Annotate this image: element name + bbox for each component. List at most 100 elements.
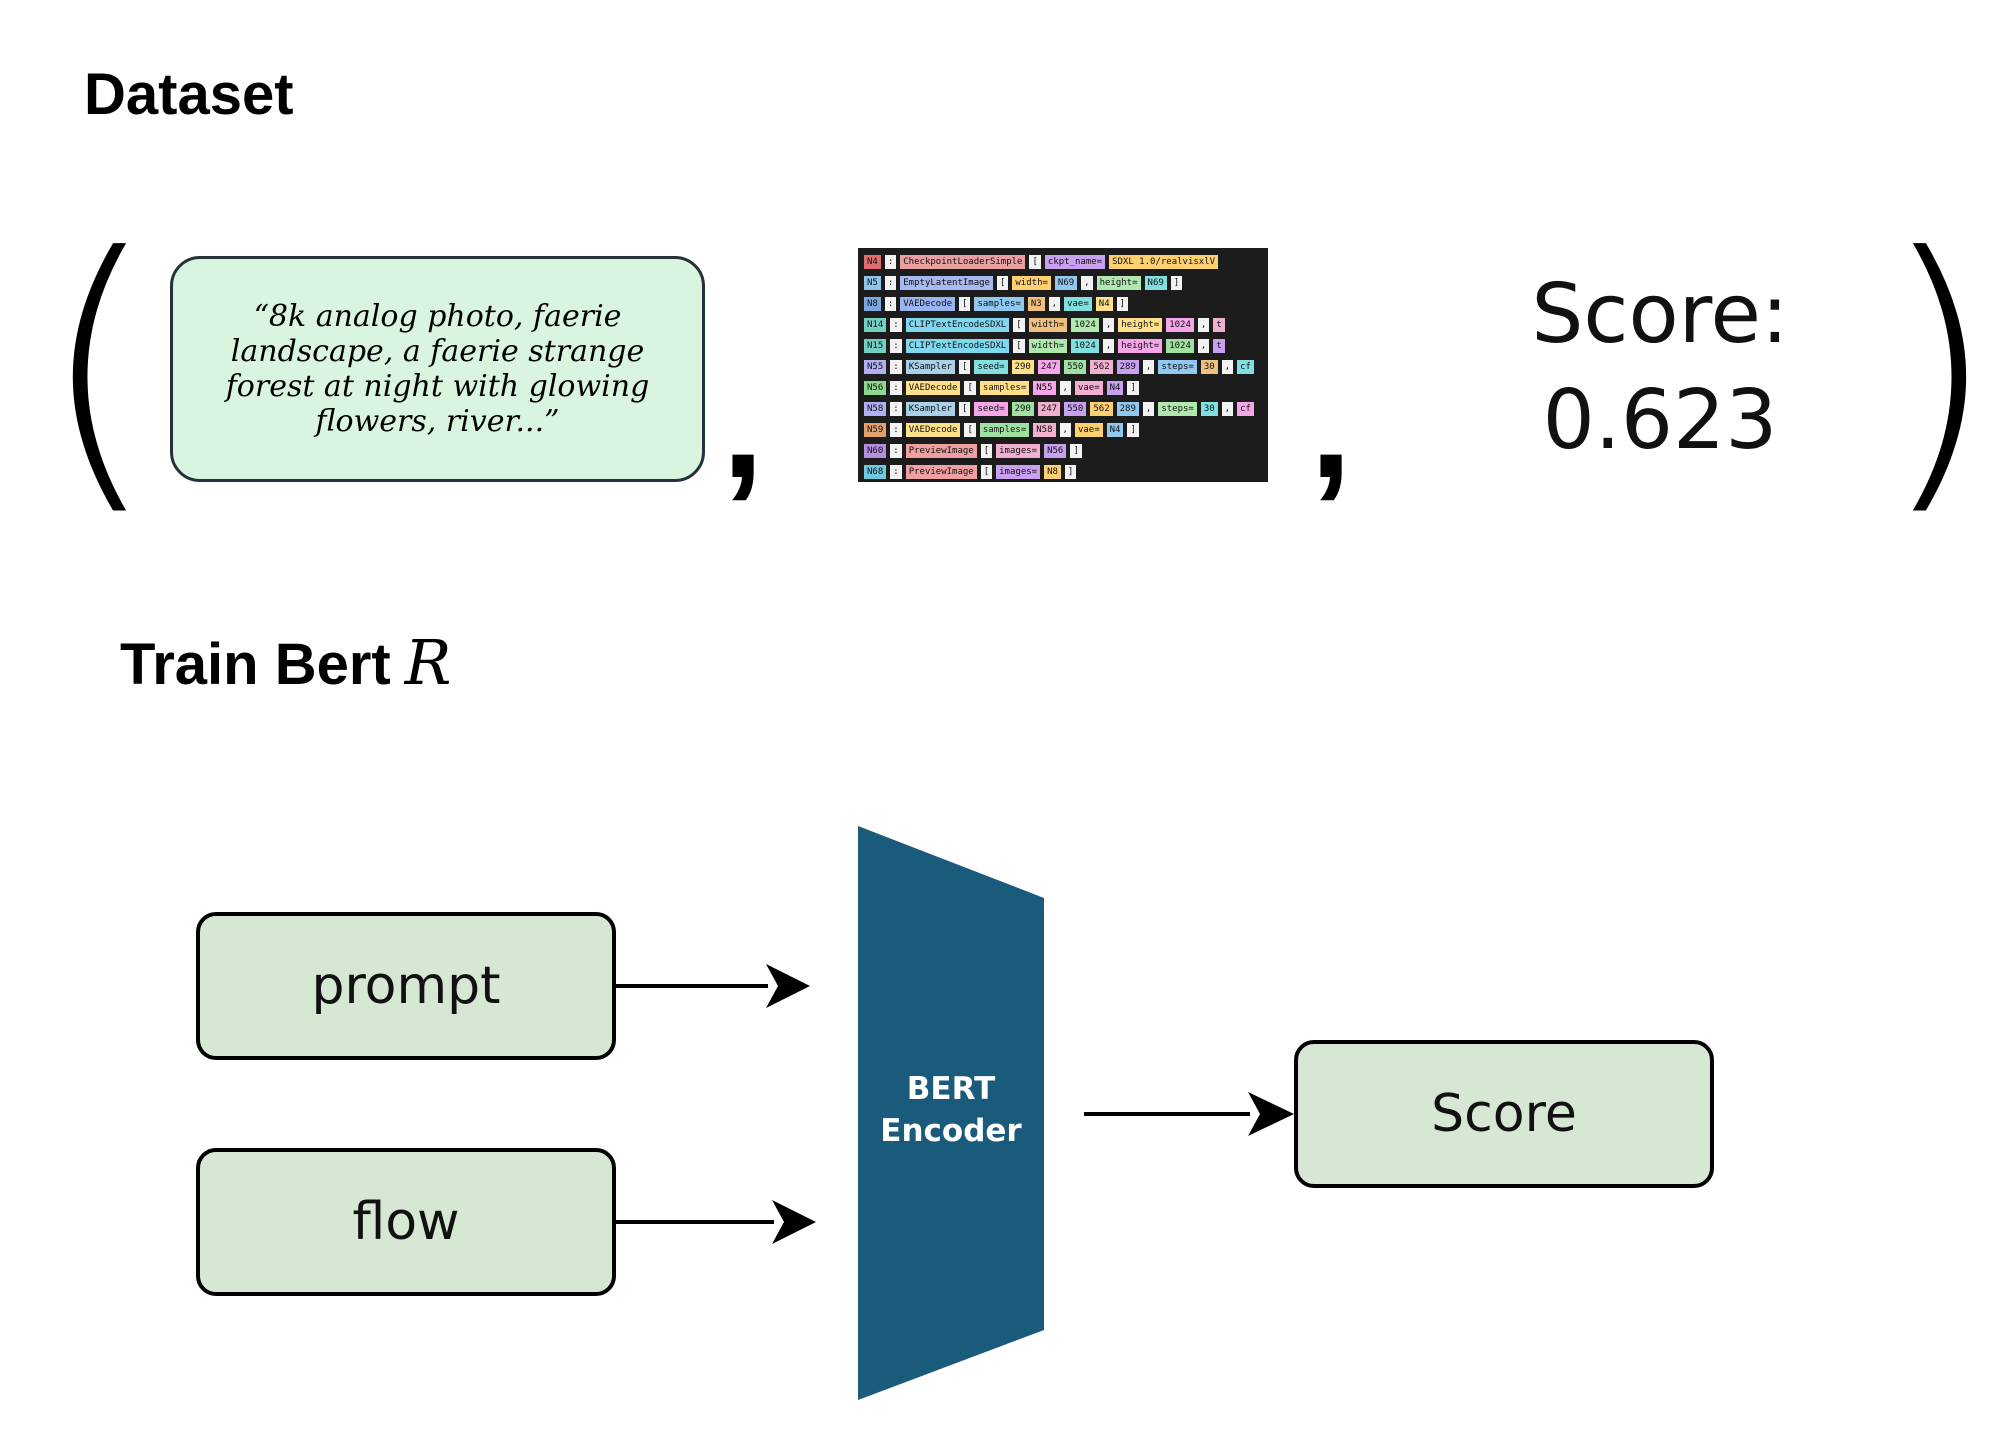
workflow-token: ,	[1221, 359, 1234, 374]
workflow-token: height=	[1096, 275, 1141, 290]
workflow-token: [	[959, 359, 971, 374]
workflow-token: 247	[1037, 359, 1061, 374]
workflow-token: VAEDecode	[905, 380, 961, 395]
workflow-token: 30	[1200, 401, 1218, 416]
workflow-token: ,	[1081, 275, 1093, 290]
workflow-code-image: N4:CheckpointLoaderSimple[ckpt_name=SDXL…	[858, 248, 1268, 482]
workflow-token: t	[1213, 338, 1225, 353]
workflow-token: PreviewImage	[905, 443, 977, 458]
workflow-token: 562	[1090, 401, 1113, 416]
workflow-token: SDXL 1.0/realvisxlV	[1109, 254, 1219, 269]
workflow-row: N56:VAEDecode[samples=N55,vae=N4]	[864, 380, 1139, 395]
workflow-token: 550	[1064, 401, 1087, 416]
flow-node: flow	[196, 1148, 616, 1296]
workflow-token: N56	[1044, 443, 1067, 458]
dataset-heading: Dataset	[84, 62, 294, 127]
prompt-text-card: “8k analog photo, faerie landscape, a fa…	[170, 256, 705, 482]
workflow-token: [	[1013, 317, 1025, 332]
workflow-token: CheckpointLoaderSimple	[900, 254, 1026, 269]
workflow-token: [	[1029, 254, 1041, 269]
workflow-row: N59:VAEDecode[samples=N58,vae=N4]	[864, 422, 1139, 437]
workflow-token: ,	[1197, 317, 1210, 332]
score-display: Score: 0.623	[1480, 262, 1840, 474]
workflow-row: N5:EmptyLatentImage[width=N69,height=N69…	[864, 275, 1183, 290]
workflow-token: [	[964, 422, 976, 437]
workflow-token: 1024	[1166, 338, 1194, 353]
arrow-encoder-to-score	[1084, 1092, 1294, 1136]
arrow-prompt-to-encoder	[616, 964, 810, 1008]
workflow-token: N4	[1106, 422, 1124, 437]
separator-comma-2: ,	[1310, 341, 1352, 509]
workflow-token: 289	[1116, 401, 1139, 416]
workflow-token: :	[890, 464, 902, 479]
workflow-token: images=	[996, 464, 1041, 479]
workflow-token: [	[964, 380, 976, 395]
workflow-token: ,	[1048, 296, 1061, 311]
workflow-token: samples=	[979, 380, 1030, 395]
workflow-token: N8	[864, 296, 881, 311]
close-parenthesis: )	[1880, 193, 1998, 542]
workflow-token: width=	[1012, 275, 1051, 290]
flow-node-label: flow	[352, 1192, 460, 1252]
workflow-token: N55	[1033, 380, 1056, 395]
workflow-row: N15:CLIPTextEncodeSDXL[width=1024,height…	[864, 338, 1225, 353]
workflow-token: ]	[1064, 464, 1077, 479]
workflow-row: N60:PreviewImage[images=N56]	[864, 443, 1082, 458]
workflow-token: [	[980, 443, 993, 458]
score-label: Score:	[1531, 267, 1789, 362]
workflow-token: EmptyLatentImage	[900, 275, 993, 290]
bert-encoder-trapezoid	[858, 826, 1044, 1400]
workflow-token: CLIPTextEncodeSDXL	[905, 317, 1010, 332]
workflow-token: height=	[1118, 317, 1163, 332]
workflow-token: ,	[1142, 401, 1155, 416]
workflow-token: ,	[1059, 380, 1071, 395]
workflow-token: steps=	[1158, 401, 1197, 416]
workflow-token: PreviewImage	[905, 464, 977, 479]
workflow-token: 30	[1200, 359, 1218, 374]
workflow-token: N4	[1106, 380, 1124, 395]
arrow-flow-to-encoder	[616, 1200, 816, 1244]
workflow-token: vae=	[1074, 422, 1103, 437]
workflow-token: seed=	[974, 359, 1008, 374]
workflow-token: N58	[864, 401, 887, 416]
workflow-token: :	[890, 422, 902, 437]
workflow-token: N58	[1033, 422, 1056, 437]
score-node-label: Score	[1431, 1084, 1577, 1144]
workflow-token: N8	[1044, 464, 1061, 479]
workflow-token: KSampler	[905, 359, 956, 374]
workflow-token: ]	[1116, 296, 1129, 311]
workflow-token: N55	[864, 359, 887, 374]
workflow-row: N8:VAEDecode[samples=N3,vae=N4]	[864, 296, 1129, 311]
train-heading-text: Train Bert	[120, 632, 391, 697]
workflow-token: ,	[1102, 338, 1115, 353]
workflow-token: N69	[1054, 275, 1078, 290]
workflow-token: ,	[1102, 317, 1115, 332]
workflow-token: 247	[1037, 401, 1061, 416]
workflow-token: :	[890, 380, 902, 395]
workflow-token: N5	[864, 275, 881, 290]
open-parenthesis: (	[40, 193, 158, 542]
workflow-token: samples=	[979, 422, 1030, 437]
workflow-token: :	[884, 254, 897, 269]
encoder-label-line1: BERT	[906, 1071, 996, 1107]
workflow-token: :	[890, 443, 902, 458]
workflow-token: 562	[1090, 359, 1113, 374]
workflow-token: 289	[1116, 359, 1139, 374]
workflow-token: vae=	[1064, 296, 1092, 311]
workflow-token: N3	[1027, 296, 1045, 311]
workflow-token: N4	[864, 254, 881, 269]
workflow-token: [	[996, 275, 1009, 290]
score-node: Score	[1294, 1040, 1714, 1188]
workflow-token: 290	[1011, 359, 1034, 374]
workflow-token: N56	[864, 380, 887, 395]
workflow-token: [	[980, 464, 993, 479]
prompt-node-label: prompt	[311, 956, 501, 1016]
prompt-text: “8k analog photo, faerie landscape, a fa…	[225, 299, 650, 439]
workflow-token: 1024	[1071, 338, 1099, 353]
workflow-token: 290	[1011, 401, 1034, 416]
workflow-token: :	[890, 401, 902, 416]
workflow-token: N15	[864, 338, 887, 353]
workflow-token: VAEDecode	[905, 422, 961, 437]
